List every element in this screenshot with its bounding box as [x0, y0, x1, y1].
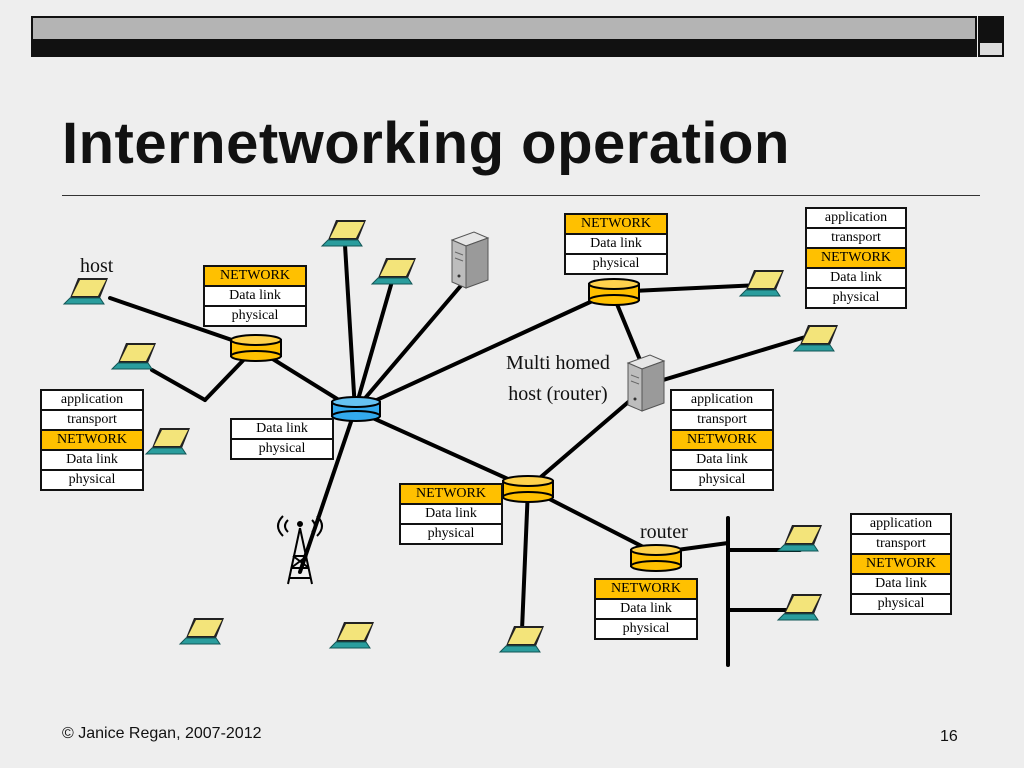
- layer-physical: physical: [807, 289, 905, 307]
- layer-data-link: Data link: [807, 269, 905, 287]
- laptop-icon: [179, 617, 225, 645]
- laptop-icon: [777, 524, 823, 552]
- protocol-stack-router-bottom-center: NETWORK Data link physical: [399, 483, 503, 545]
- layer-transport: transport: [672, 411, 772, 429]
- layer-network: NETWORK: [807, 249, 905, 267]
- protocol-stack-router-bottom-right: NETWORK Data link physical: [594, 578, 698, 640]
- layer-physical: physical: [232, 440, 332, 458]
- protocol-stack-router-left: NETWORK Data link physical: [203, 265, 307, 327]
- layer-physical: physical: [596, 620, 696, 638]
- router-icon-bottom-right: [630, 544, 682, 572]
- layer-network: NETWORK: [596, 580, 696, 598]
- layer-network: NETWORK: [401, 485, 501, 503]
- title-divider: [62, 195, 980, 196]
- layer-physical: physical: [401, 525, 501, 543]
- layer-physical: physical: [566, 255, 666, 273]
- layer-application: application: [852, 515, 950, 533]
- server-icon-multihomed: [627, 354, 665, 412]
- layer-network: NETWORK: [852, 555, 950, 573]
- layer-network: NETWORK: [566, 215, 666, 233]
- host-label: host: [80, 255, 114, 277]
- layer-network: NETWORK: [205, 267, 305, 285]
- laptop-icon: [111, 342, 157, 370]
- bridge-icon: [331, 396, 381, 422]
- layer-data-link: Data link: [401, 505, 501, 523]
- layer-physical: physical: [42, 471, 142, 489]
- laptop-icon: [499, 625, 545, 653]
- router-icon-bottom-center: [502, 475, 554, 503]
- slide-top-bar-dark: [31, 41, 977, 57]
- slide-corner-block-light: [978, 41, 1004, 57]
- layer-physical: physical: [672, 471, 772, 489]
- laptop-icon: [739, 269, 785, 297]
- layer-data-link: Data link: [42, 451, 142, 469]
- laptop-icon-host: [63, 277, 109, 305]
- layer-application: application: [672, 391, 772, 409]
- footer-copyright: © Janice Regan, 2007-2012: [62, 725, 262, 742]
- layer-data-link: Data link: [205, 287, 305, 305]
- multi-homed-label-line1: Multi homed: [506, 352, 610, 374]
- layer-application: application: [42, 391, 142, 409]
- router-icon-left: [230, 334, 282, 362]
- protocol-stack-host-bottom-right: application transport NETWORK Data link …: [850, 513, 952, 615]
- slide-title: Internetworking operation: [62, 111, 790, 176]
- router-icon-top: [588, 278, 640, 306]
- multi-homed-label-line2: host (router): [508, 383, 608, 405]
- laptop-icon: [145, 427, 191, 455]
- protocol-stack-router-top: NETWORK Data link physical: [564, 213, 668, 275]
- laptop-icon: [321, 219, 367, 247]
- router-label: router: [640, 521, 688, 543]
- protocol-stack-host-multihomed: application transport NETWORK Data link …: [670, 389, 774, 491]
- layer-data-link: Data link: [672, 451, 772, 469]
- layer-physical: physical: [852, 595, 950, 613]
- layer-physical: physical: [205, 307, 305, 325]
- laptop-icon: [371, 257, 417, 285]
- layer-transport: transport: [42, 411, 142, 429]
- slide-top-bar: [31, 16, 977, 41]
- layer-application: application: [807, 209, 905, 227]
- laptop-icon: [777, 593, 823, 621]
- layer-transport: transport: [852, 535, 950, 553]
- layer-data-link: Data link: [852, 575, 950, 593]
- antenna-tower-icon: [277, 515, 323, 585]
- layer-network: NETWORK: [42, 431, 142, 449]
- layer-data-link: Data link: [566, 235, 666, 253]
- slide-corner-block: [978, 16, 1004, 41]
- page-number: 16: [940, 728, 958, 745]
- layer-data-link: Data link: [596, 600, 696, 618]
- layer-network: NETWORK: [672, 431, 772, 449]
- protocol-stack-host-left: application transport NETWORK Data link …: [40, 389, 144, 491]
- server-icon: [451, 231, 489, 289]
- layer-transport: transport: [807, 229, 905, 247]
- layer-data-link: Data link: [232, 420, 332, 438]
- protocol-stack-bridge: Data link physical: [230, 418, 334, 460]
- laptop-icon: [329, 621, 375, 649]
- protocol-stack-host-top-right: application transport NETWORK Data link …: [805, 207, 907, 309]
